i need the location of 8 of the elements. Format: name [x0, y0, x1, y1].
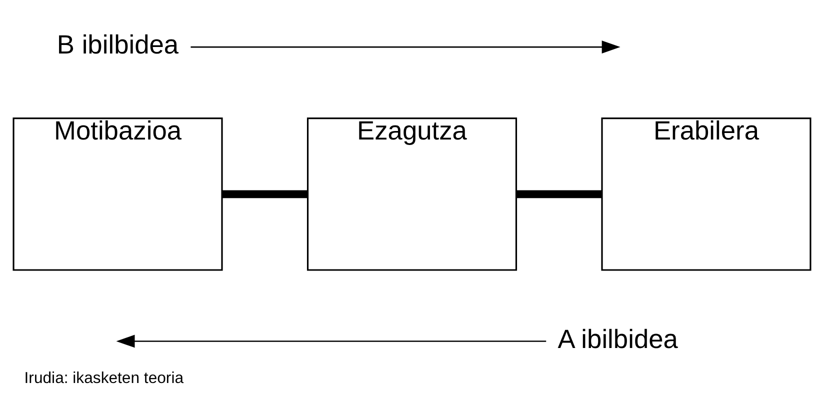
node-box: Motibazioa: [12, 116, 223, 270]
label: A ibilbidea: [558, 323, 678, 354]
node-box: Ezagutza: [306, 116, 518, 270]
node-box: Erabilera: [601, 116, 812, 270]
label: B ibilbidea: [56, 29, 179, 60]
caption: Irudia: ikasketen teoria: [24, 369, 184, 386]
connector: [516, 190, 602, 198]
connector: [222, 190, 308, 198]
